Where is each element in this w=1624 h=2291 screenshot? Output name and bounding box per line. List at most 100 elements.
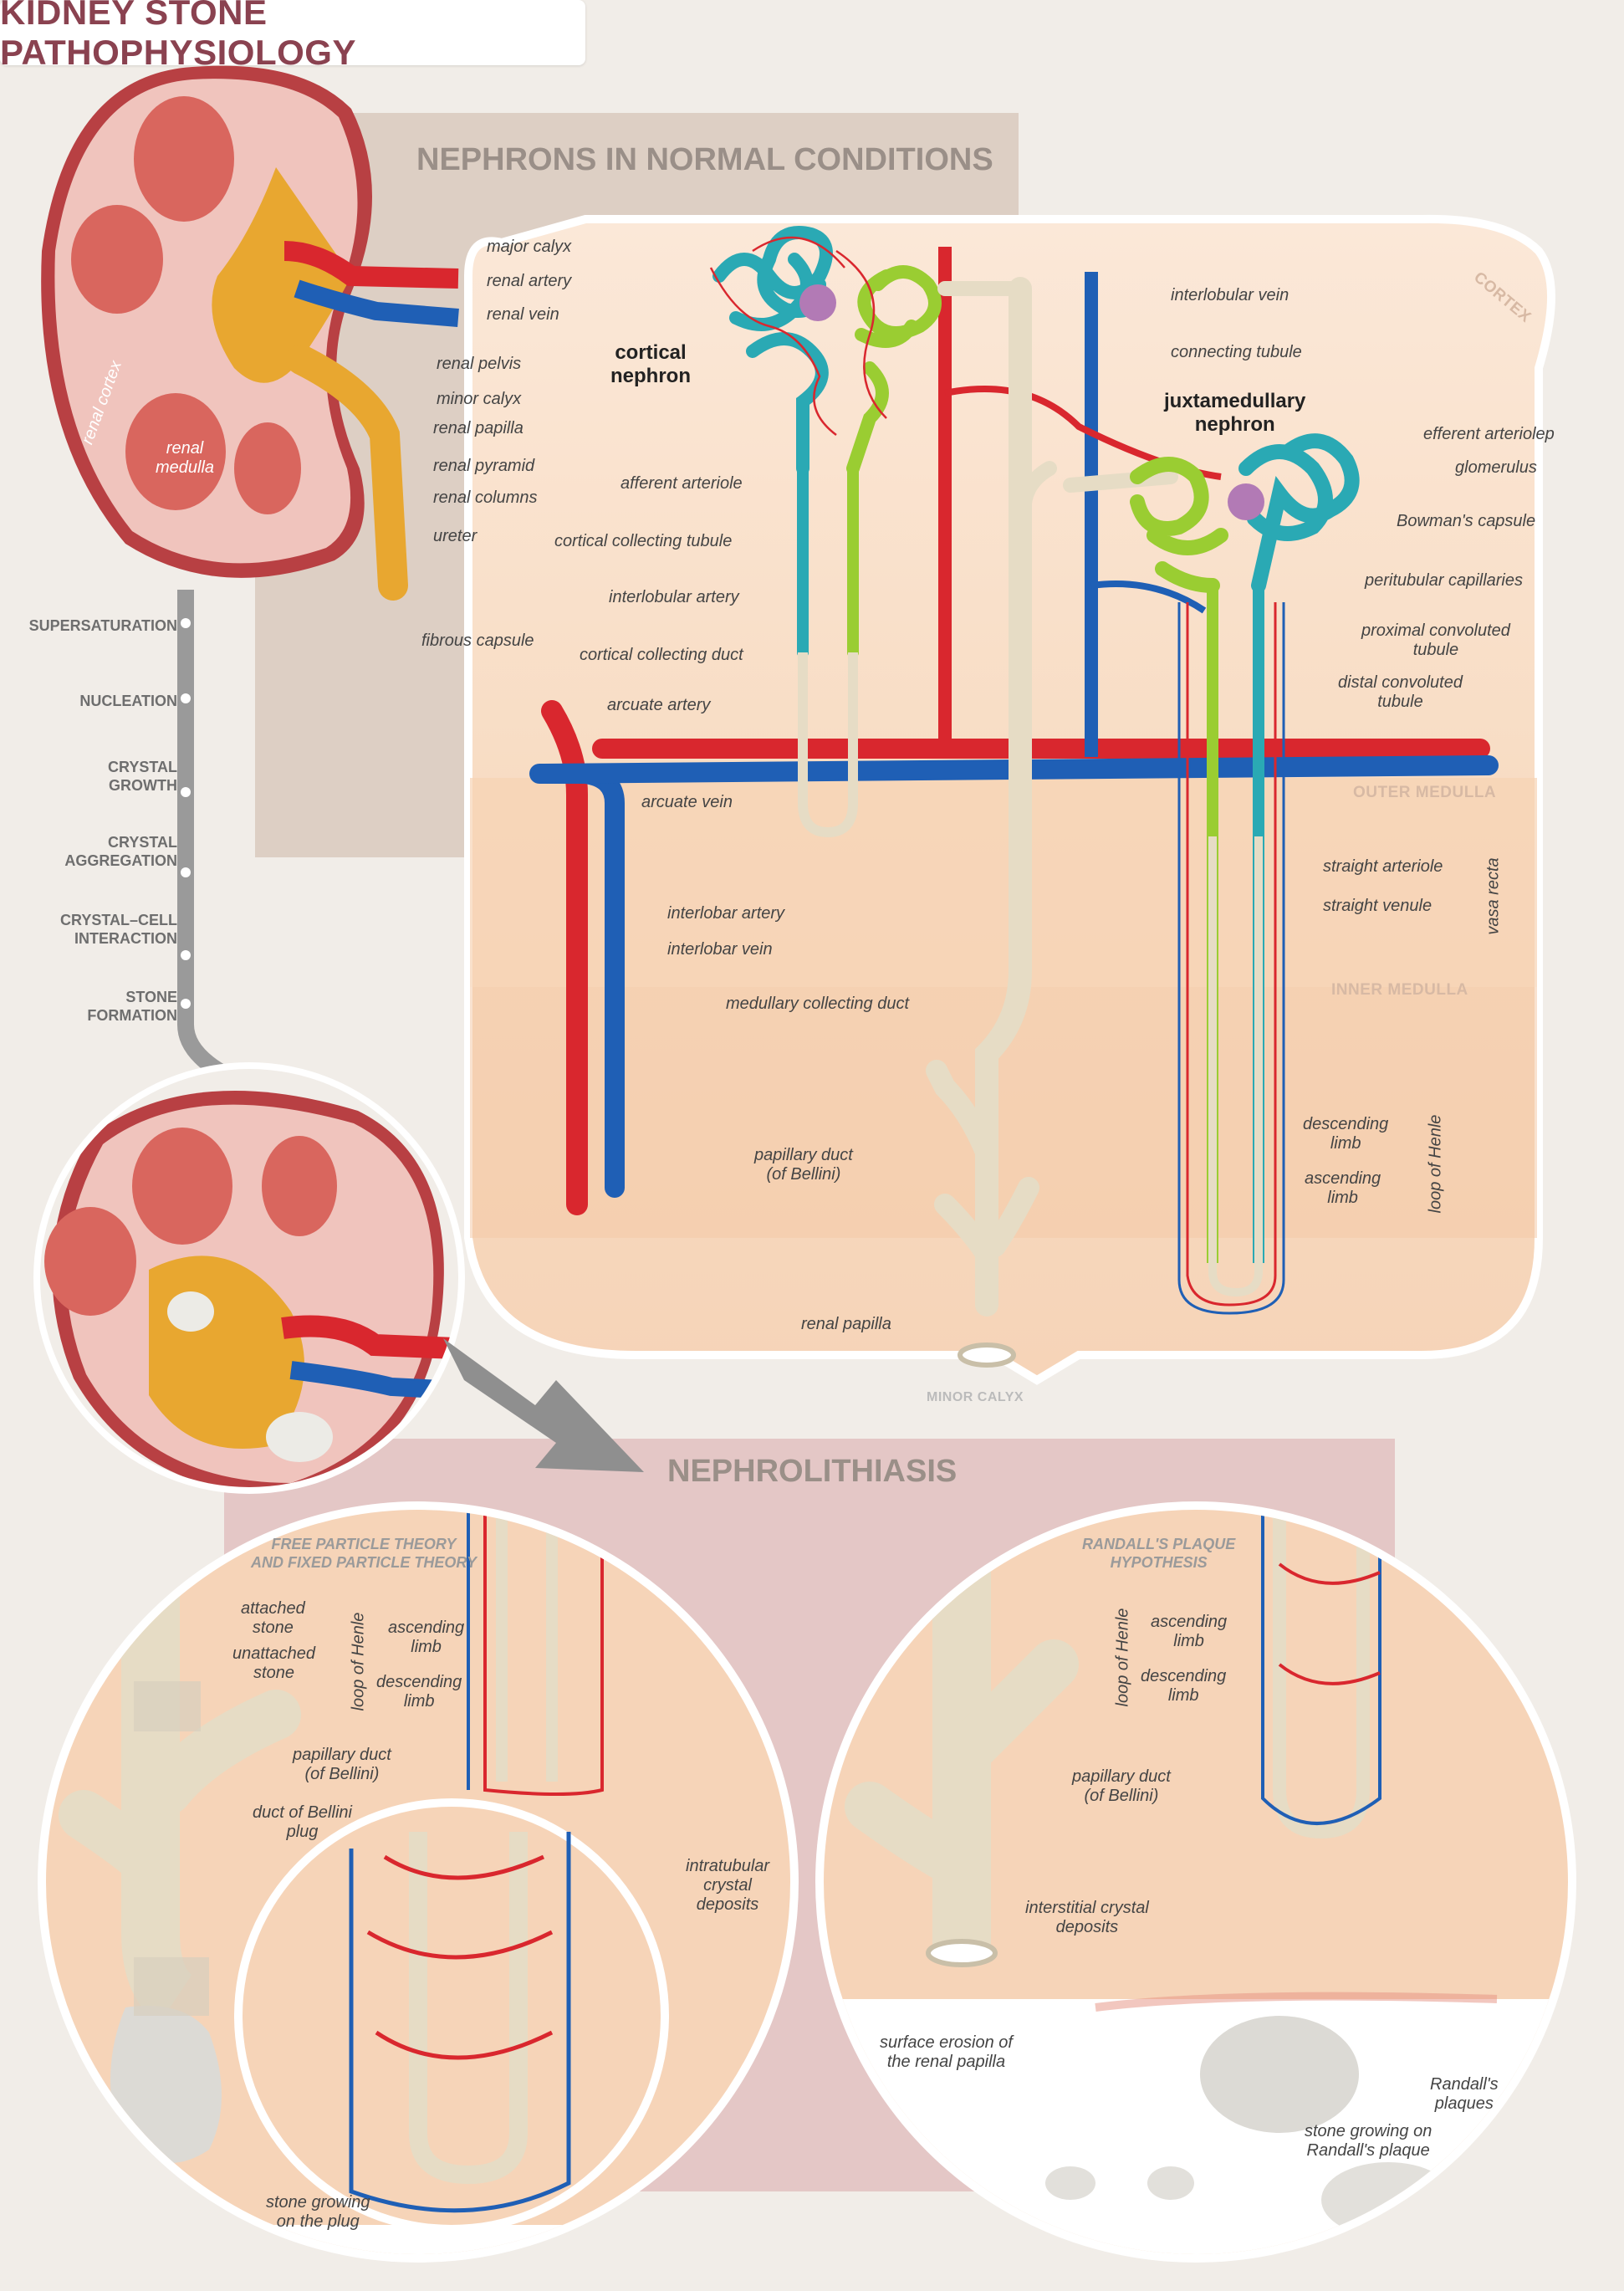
label-intratubular: intratubular crystal deposits <box>686 1857 770 1914</box>
step-2: NUCLEATION <box>79 693 177 709</box>
label-fibrous-capsule: fibrous capsule <box>421 632 534 650</box>
label-bl-descending-limb: descending limb <box>376 1673 462 1711</box>
theory-free-particle: FREE PARTICLE THEORY AND FIXED PARTICLE … <box>251 1536 477 1571</box>
label-loop-of-henle: loop of Henle <box>1426 1114 1445 1214</box>
label-juxtamedullary-nephron: juxtamedullary nephron <box>1164 390 1306 436</box>
label-bl-loop-of-henle: loop of Henle <box>349 1612 368 1711</box>
connecting-tubule <box>1016 461 1178 526</box>
normal-section-title: NEPHRONS IN NORMAL CONDITIONS <box>416 142 993 177</box>
renal-pyramid-2 <box>71 205 163 314</box>
renal-pyramid-4 <box>234 422 301 514</box>
renal-pyramid-3 <box>125 393 226 510</box>
outer-medulla-band <box>470 778 1537 987</box>
label-attached-stone: attached stone <box>241 1599 305 1637</box>
label-minor-calyx: minor calyx <box>437 390 522 408</box>
label-cortical-nephron: cortical nephron <box>610 341 691 387</box>
kidney-stone-circle <box>33 1062 465 1494</box>
label-peritubular-capillaries: peritubular capillaries <box>1365 571 1523 590</box>
cortical-glomerulus <box>799 284 836 321</box>
papillary-duct-branches <box>926 1060 1039 1266</box>
label-glomerulus: glomerulus <box>1455 458 1537 477</box>
zone-minor-calyx: MINOR CALYX <box>927 1390 1024 1404</box>
label-bl-ascending-limb: ascending limb <box>388 1619 465 1656</box>
jm-pct-coils <box>1238 433 1360 593</box>
label-stone-on-plaque: stone growing on Randall's plaque <box>1305 2122 1432 2160</box>
cortical-dct-coils <box>846 265 942 475</box>
label-renal-pelvis: renal pelvis <box>437 355 522 373</box>
label-straight-arteriole: straight arteriole <box>1323 857 1443 876</box>
label-br-descending-limb: descending limb <box>1141 1667 1227 1705</box>
label-medullary-collecting-duct: medullary collecting duct <box>726 995 909 1013</box>
label-major-calyx: major calyx <box>487 238 572 256</box>
label-interlobular-artery: interlobular artery <box>609 588 739 606</box>
jm-capillary-loop-inner <box>1186 602 1277 1307</box>
label-stone-on-plug: stone growing on the plug <box>266 2193 370 2231</box>
ureter <box>286 345 408 601</box>
page-title: KIDNEY STONE PATHOPHYSIOLOGY <box>0 0 585 72</box>
jm-capillary-loop-outer <box>1177 602 1285 1315</box>
jm-loop-bottom <box>1208 836 1263 1297</box>
label-afferent-arteriole: afferent arteriole <box>620 474 743 493</box>
label-arcuate-artery: arcuate artery <box>607 696 711 714</box>
label-ureter: ureter <box>433 527 477 545</box>
label-renal-vein: renal vein <box>487 305 559 324</box>
label-renal-papilla-main: renal papilla <box>801 1315 891 1333</box>
step-4: CRYSTAL AGGREGATION <box>64 834 177 869</box>
kidney-illustration <box>41 65 459 601</box>
step-5: CRYSTAL–CELL INTERACTION <box>59 912 177 947</box>
label-descending-limb: descending limb <box>1303 1115 1389 1153</box>
step-1: SUPERSATURATION <box>28 617 177 634</box>
step-6: STONE FORMATION <box>87 989 177 1024</box>
venule-branch <box>1090 580 1207 614</box>
label-bowmans-capsule: Bowman's capsule <box>1397 512 1536 530</box>
label-interlobar-vein: interlobar vein <box>667 940 773 959</box>
renal-pelvis <box>212 167 351 383</box>
label-straight-venule: straight venule <box>1323 897 1432 915</box>
label-bl-papillary-duct: papillary duct (of Bellini) <box>293 1746 391 1783</box>
label-renal-pyramid: renal pyramid <box>433 457 535 475</box>
renal-artery <box>283 241 459 289</box>
label-cortical-collecting-tubule: cortical collecting tubule <box>554 532 733 550</box>
randall-plaque-circle <box>815 1501 1576 2263</box>
interlobar-artery <box>541 700 588 1215</box>
label-surface-erosion: surface erosion of the renal papilla <box>880 2033 1013 2071</box>
renal-pyramid-1 <box>134 96 234 222</box>
label-renal-medulla: renal medulla <box>156 439 215 477</box>
nephron-panel <box>464 214 1555 1385</box>
nephrolithiasis-title: NEPHROLITHIASIS <box>667 1454 958 1489</box>
zone-outer-medulla: OUTER MEDULLA <box>1353 784 1497 801</box>
label-br-ascending-limb: ascending limb <box>1151 1613 1228 1650</box>
cortical-capillary-net <box>709 236 887 436</box>
label-pct: proximal convoluted tubule <box>1361 621 1510 659</box>
label-connecting-tubule: connecting tubule <box>1171 343 1302 361</box>
renal-vein <box>294 279 459 327</box>
label-cortical-collecting-duct: cortical collecting duct <box>580 646 743 664</box>
label-renal-artery: renal artery <box>487 272 572 290</box>
label-interlobular-vein: interlobular vein <box>1171 286 1289 304</box>
free-particle-circle <box>38 1501 799 2263</box>
label-bl-plug: duct of Bellini plug <box>253 1803 352 1841</box>
collecting-duct <box>975 277 1032 1317</box>
papilla-duct-opening <box>958 1342 1016 1368</box>
label-papillary-duct: papillary duct (of Bellini) <box>754 1146 853 1184</box>
label-renal-papilla: renal papilla <box>433 419 523 437</box>
label-renal-columns: renal columns <box>433 488 538 507</box>
flow-arrow <box>443 1338 644 1472</box>
label-interlobar-artery: interlobar artery <box>667 904 785 923</box>
step-3: CRYSTAL GROWTH <box>108 759 177 794</box>
label-br-loop-of-henle: loop of Henle <box>1113 1608 1132 1707</box>
steps-path <box>177 590 245 1075</box>
zone-inner-medulla: INNER MEDULLA <box>1331 981 1468 999</box>
label-dct: distal convoluted tubule <box>1338 673 1463 711</box>
theory-randall: RANDALL'S PLAQUE HYPOTHESIS <box>1082 1536 1236 1571</box>
label-arcuate-vein: arcuate vein <box>641 793 733 811</box>
label-interstitial: interstitial crystal deposits <box>1025 1899 1149 1936</box>
label-vasa-recta: vasa recta <box>1484 857 1503 935</box>
label-randalls-plaques: Randall's plaques <box>1430 2075 1499 2113</box>
label-ascending-limb: ascending limb <box>1305 1169 1381 1207</box>
label-br-papillary-duct: papillary duct (of Bellini) <box>1072 1767 1171 1805</box>
label-efferent-arteriole: efferent arteriolep <box>1423 425 1555 443</box>
jm-glomerulus <box>1228 483 1264 520</box>
label-unattached-stone: unattached stone <box>232 1644 315 1682</box>
cortical-loop <box>798 652 858 838</box>
